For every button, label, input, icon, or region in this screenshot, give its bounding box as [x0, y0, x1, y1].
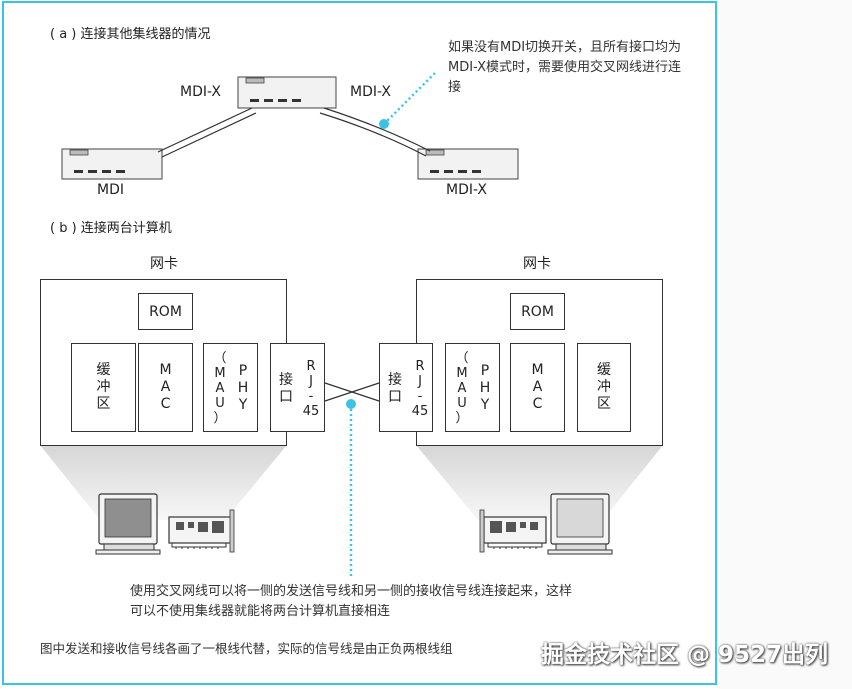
cone-right	[416, 445, 663, 520]
hub-top	[237, 76, 337, 109]
nic-right-title: 网卡	[523, 256, 551, 272]
buffer-right: 缓冲区	[577, 343, 631, 432]
hub-left	[61, 148, 163, 180]
hub-top-label-right: MDI-X	[350, 84, 391, 100]
monitor-right-icon	[547, 493, 613, 555]
section-b-title: ( b ) 连接两台计算机	[50, 221, 172, 236]
network-card-left-icon	[168, 509, 235, 553]
monitor-left-icon	[95, 493, 161, 555]
crossover-wires	[324, 382, 380, 402]
hub-right-label: MDI-X	[446, 182, 487, 198]
callout-dot-a	[379, 119, 389, 129]
hub-right	[417, 148, 519, 180]
cable-right-crossover	[319, 107, 431, 157]
buffer-left: 缓冲区	[71, 343, 136, 432]
watermark: 掘金技术社区 @ 9527出列	[541, 642, 829, 668]
section-a-title: ( a ) 连接其他集线器的情况	[50, 27, 211, 42]
cable-left	[157, 107, 257, 158]
right-margin	[720, 0, 852, 689]
rom-left: ROM	[138, 293, 193, 330]
callout-text-a: 如果没有MDI切换开关，且所有接口均为MDI-X模式时，需要使用交叉网线进行连接	[448, 40, 682, 95]
cone-left	[40, 445, 287, 520]
network-card-right-icon	[479, 509, 547, 553]
hub-top-label-left: MDI-X	[180, 84, 221, 100]
nic-left-title: 网卡	[150, 256, 178, 272]
callout-dot-b	[346, 399, 356, 409]
hub-left-label: MDI	[97, 182, 124, 198]
caption-b: 使用交叉网线可以将一侧的发送信号线和另一侧的接收信号线连接起来，这样可以不使用集…	[130, 584, 573, 619]
footnote: 图中发送和接收信号线各画了一根线代替，实际的信号线是由正负两根线组	[40, 641, 453, 656]
callout-line-a	[383, 71, 437, 125]
rom-right: ROM	[510, 293, 565, 330]
